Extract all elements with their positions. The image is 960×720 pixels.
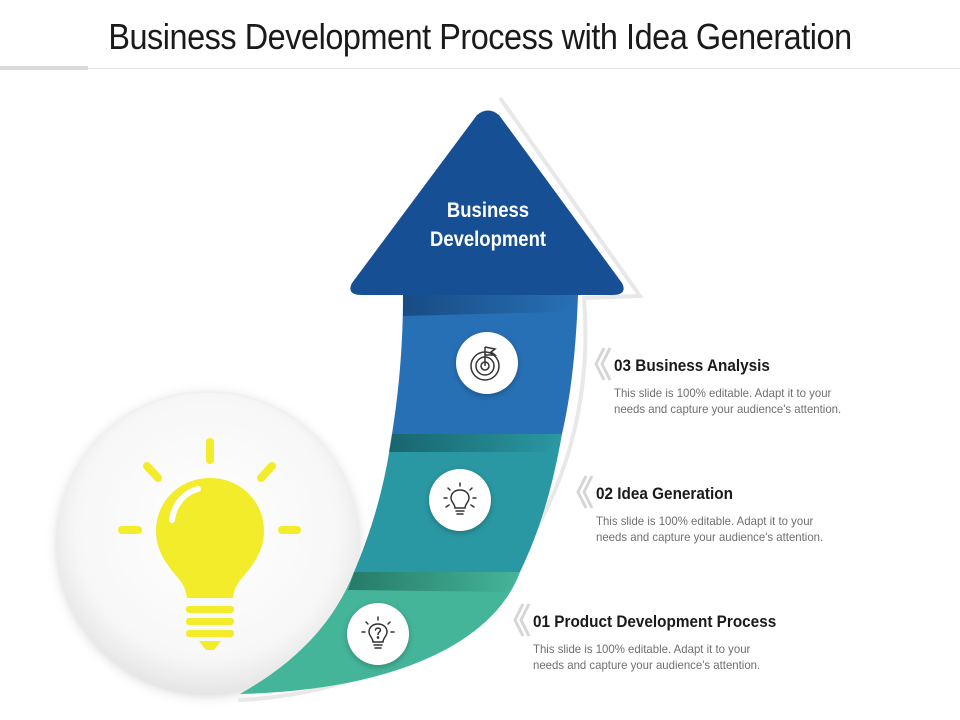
- chevron-02: [576, 475, 594, 509]
- arrow-label-line1: Business: [446, 199, 530, 222]
- step-01-description: This slide is 100% editable. Adapt it to…: [533, 642, 761, 672]
- step-02-icon-disc: [429, 469, 491, 531]
- step-03: 03 Business Analysis This slide is 100% …: [614, 356, 914, 417]
- step-01-heading: 01 Product Development Process: [533, 612, 803, 632]
- step-02: 02 Idea Generation This slide is 100% ed…: [596, 484, 896, 545]
- step-02-heading: 02 Idea Generation: [596, 484, 866, 504]
- arrow-head: [350, 110, 624, 295]
- step-02-number: 02: [596, 484, 614, 503]
- step-02-description: This slide is 100% editable. Adapt it to…: [596, 514, 824, 544]
- step-01-icon-disc: [347, 603, 409, 665]
- title-accent-bar: [0, 66, 88, 70]
- title-divider: [88, 68, 960, 69]
- page-title: Business Development Process with Idea G…: [108, 16, 852, 57]
- arrow-head-label: Business Development: [409, 196, 567, 254]
- step-03-number: 03: [614, 356, 632, 375]
- chevron-01: [513, 603, 531, 637]
- step-02-name: Idea Generation: [617, 484, 733, 503]
- question-bulb-icon: [361, 616, 395, 649]
- arrow-label-line2: Development: [429, 228, 547, 251]
- step-01: 01 Product Development Process This slid…: [533, 612, 833, 673]
- step-03-heading: 03 Business Analysis: [614, 356, 884, 376]
- chevron-03: [594, 347, 612, 381]
- lightbulb-illustration: [118, 438, 301, 650]
- step-03-description: This slide is 100% editable. Adapt it to…: [614, 386, 842, 416]
- target-flag-icon: [470, 346, 500, 381]
- lightbulb-icon: [443, 482, 477, 515]
- step-03-name: Business Analysis: [635, 356, 770, 375]
- step-01-name: Product Development Process: [554, 612, 777, 631]
- step-03-icon-disc: [456, 332, 518, 394]
- step-01-number: 01: [533, 612, 551, 631]
